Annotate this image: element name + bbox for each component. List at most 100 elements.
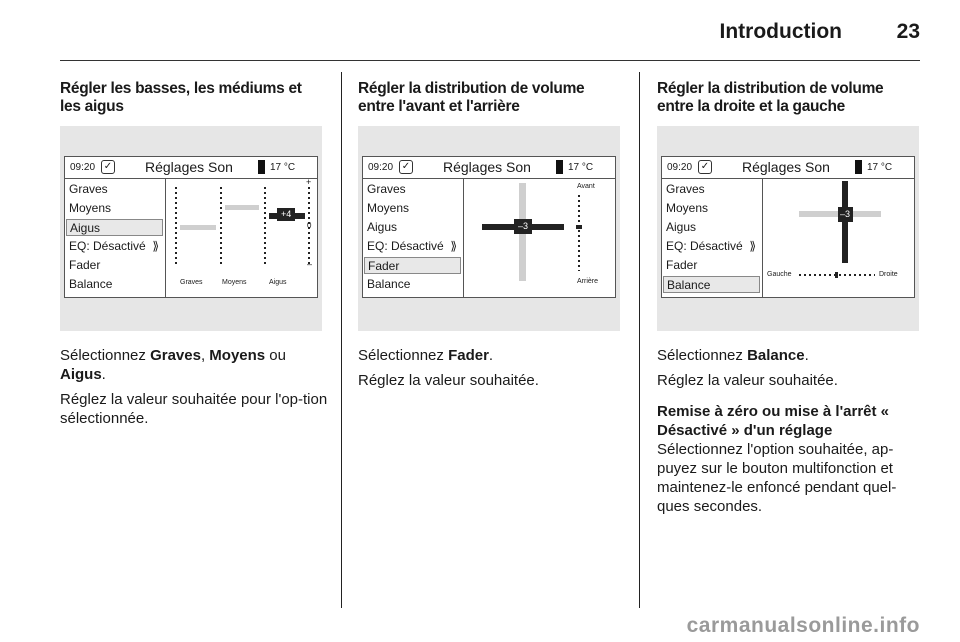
instruction: Réglez la valeur souhaitée. [358,372,539,389]
menu-item[interactable]: Balance [69,277,113,291]
screen-menu: Graves Moyens Aigus EQ: Désactivé ⟫ Fader… [363,179,464,297]
section-heading: Régler la distribution de volume entre l… [657,80,884,115]
scale-plus: + [306,177,312,187]
chevron-right-icon: ⟫ [152,239,159,253]
clock: 09:20 [70,162,96,173]
page-number: 23 [896,20,920,43]
screen-figure-eq: 09:20 ✓ Réglages Son 17 °C Graves Moyens… [60,126,322,331]
scale-minus: – [307,259,313,269]
instruction: Sélectionnez l'option souhaitée, ap-puye… [657,441,897,515]
temperature: 17 °C [270,162,296,173]
fader-value-badge: –3 [518,221,529,231]
text: Sélectionnez [358,347,449,364]
balance-value-badge: –3 [840,209,851,219]
menu-item-selected[interactable]: Fader [364,257,461,274]
instruction: Sélectionnez Fader. [358,346,628,365]
screen-title: Réglages Son [145,159,233,175]
menu-item-selected[interactable]: Balance [663,276,760,293]
chevron-right-icon: ⟫ [450,239,457,253]
check-icon: ✓ [101,160,115,174]
menu-item[interactable]: EQ: Désactivé ⟫ [364,238,461,255]
column-divider [341,72,342,608]
column-fader: Régler la distribution de volume entre l… [358,80,623,116]
column-body: Sélectionnez Graves, Moyens ou Aigus. Ré… [60,346,330,428]
menu-item[interactable]: Moyens [69,201,112,215]
screen-menu: Graves Moyens Aigus EQ: Désactivé ⟫ Fader… [662,179,763,297]
menu-item-label: EQ: Désactivé [367,239,444,253]
thermometer-icon [556,160,563,174]
display-screen: 09:20 ✓ Réglages Son 17 °C Graves Moyens… [64,156,318,298]
menu-item[interactable]: Fader [69,258,101,272]
menu-item[interactable]: EQ: Désactivé ⟫ [663,238,760,255]
temperature: 17 °C [867,162,893,173]
menu-item[interactable]: Graves [666,182,705,196]
menu-item[interactable]: Moyens [666,201,709,215]
screen-status-bar: 09:20 ✓ Réglages Son 17 °C [363,157,615,179]
term: Aigus [60,366,102,383]
fader-cross [482,183,582,281]
balance-right-label: Droite [879,271,898,278]
menu-item[interactable]: Balance [367,277,411,291]
clock: 09:20 [667,162,693,173]
screen-figure-fader: 09:20 ✓ Réglages Son 17 °C Graves Moyens… [358,126,620,331]
menu-item-label: EQ: Désactivé [666,239,743,253]
screen-title: Réglages Son [443,159,531,175]
instruction: Réglez la valeur souhaitée. [657,372,838,389]
instruction: Sélectionnez Balance. [657,346,927,365]
page-header: Introduction 23 [0,0,960,62]
display-screen: 09:20 ✓ Réglages Son 17 °C Graves Moyens… [661,156,915,298]
text: Sélectionnez [657,347,748,364]
thermometer-icon [855,160,862,174]
menu-item[interactable]: Moyens [367,201,410,215]
eq-label: Aigus [269,279,287,286]
instruction: Réglez la valeur souhaitée pour l'op-tio… [60,391,328,427]
menu-item[interactable]: Fader [666,258,698,272]
column-balance: Régler la distribution de volume entre l… [657,80,922,116]
screen-menu: Graves Moyens Aigus EQ: Désactivé ⟫ Fader… [65,179,166,297]
menu-item-label: EQ: Désactivé [69,239,146,253]
sub-heading: Remise à zéro ou mise à l'arrêt « Désact… [657,403,890,439]
check-icon: ✓ [698,160,712,174]
fader-graphic: –3 Avant Arrière [464,179,615,297]
menu-item-selected[interactable]: Aigus [66,219,163,236]
term: Balance [747,347,805,364]
clock: 09:20 [368,162,394,173]
header-rule [60,60,920,61]
screen-status-bar: 09:20 ✓ Réglages Son 17 °C [662,157,914,179]
screen-title: Réglages Son [742,159,830,175]
menu-item[interactable]: Aigus [666,220,697,234]
menu-item[interactable]: Graves [69,182,108,196]
menu-item[interactable]: EQ: Désactivé ⟫ [66,238,163,255]
column-divider [639,72,640,608]
thermometer-icon [258,160,265,174]
fader-front-label: Avant [577,183,595,190]
temperature: 17 °C [568,162,594,173]
eq-value-badge: +4 [281,209,292,219]
term: Moyens [209,347,266,364]
menu-item[interactable]: Graves [367,182,406,196]
menu-item[interactable]: Aigus [367,220,398,234]
column-body: Sélectionnez Fader. Réglez la valeur sou… [358,346,628,390]
balance-cross [799,181,881,278]
instruction: Sélectionnez Graves, Moyens ou Aigus. [60,346,330,384]
column-body: Sélectionnez Balance. Réglez la valeur s… [657,346,927,516]
text: . [804,347,809,364]
balance-graphic: –3 Gauche Droite [763,179,914,297]
screen-figure-balance: 09:20 ✓ Réglages Son 17 °C Graves Moyens… [657,126,919,331]
chevron-right-icon: ⟫ [749,239,756,253]
text: , [200,347,210,364]
text: . [488,347,494,364]
section-heading: Régler la distribution de volume entre l… [358,80,585,115]
eq-graphic [175,187,310,267]
term: Graves [150,347,201,364]
fader-rear-label: Arrière [577,278,599,285]
column-eq: Régler les basses, les médiums et les ai… [60,80,325,116]
screen-status-bar: 09:20 ✓ Réglages Son 17 °C [65,157,317,179]
display-screen: 09:20 ✓ Réglages Son 17 °C Graves Moyens… [362,156,616,298]
check-icon: ✓ [399,160,413,174]
watermark: carmanualsonline.info [686,614,920,637]
eq-label: Graves [180,279,203,286]
eq-sliders: +4 + 0 – Graves Moyens Aigus [166,177,317,297]
term: Fader [448,347,489,364]
text: Sélectionnez [60,347,151,364]
